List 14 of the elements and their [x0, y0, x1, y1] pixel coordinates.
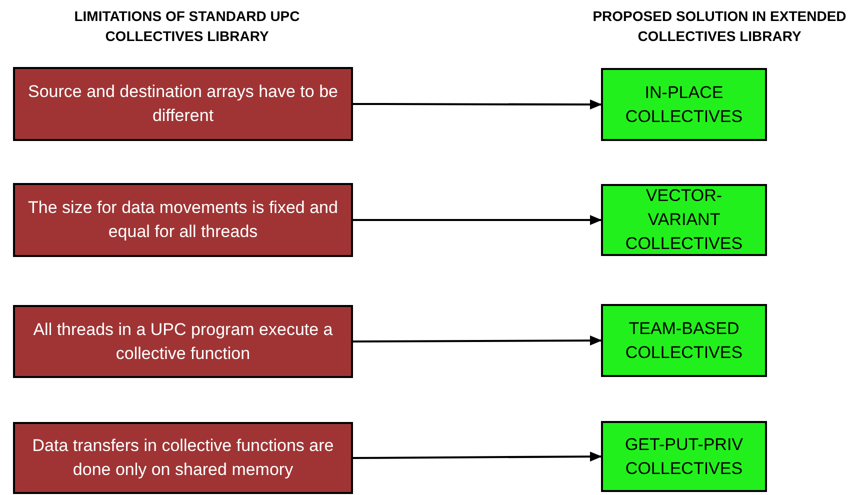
arrow [353, 336, 602, 346]
solution-box: GET-PUT-PRIV COLLECTIVES [601, 421, 767, 492]
arrow [353, 99, 602, 110]
arrow [353, 452, 602, 462]
limitation-box: All threads in a UPC program execute a collective function [13, 305, 353, 378]
limitation-box: Data transfers in collective functions are done only on shared memory [13, 422, 353, 494]
solution-box: VECTOR-VARIANT COLLECTIVES [601, 184, 767, 256]
arrow [353, 215, 602, 225]
limitation-box: The size for data movements is fixed and equal for all threads [13, 183, 353, 257]
solution-box: TEAM-BASED COLLECTIVES [601, 304, 767, 377]
solution-box: IN-PLACE COLLECTIVES [601, 68, 767, 141]
column-heading: PROPOSED SOLUTION IN EXTENDED COLLECTIVES LIBRARY [592, 7, 848, 46]
column-heading: LIMITATIONS OF STANDARD UPC COLLECTIVES LIBRARY [73, 7, 301, 46]
limitation-box: Source and destination arrays have to be different [13, 67, 353, 141]
